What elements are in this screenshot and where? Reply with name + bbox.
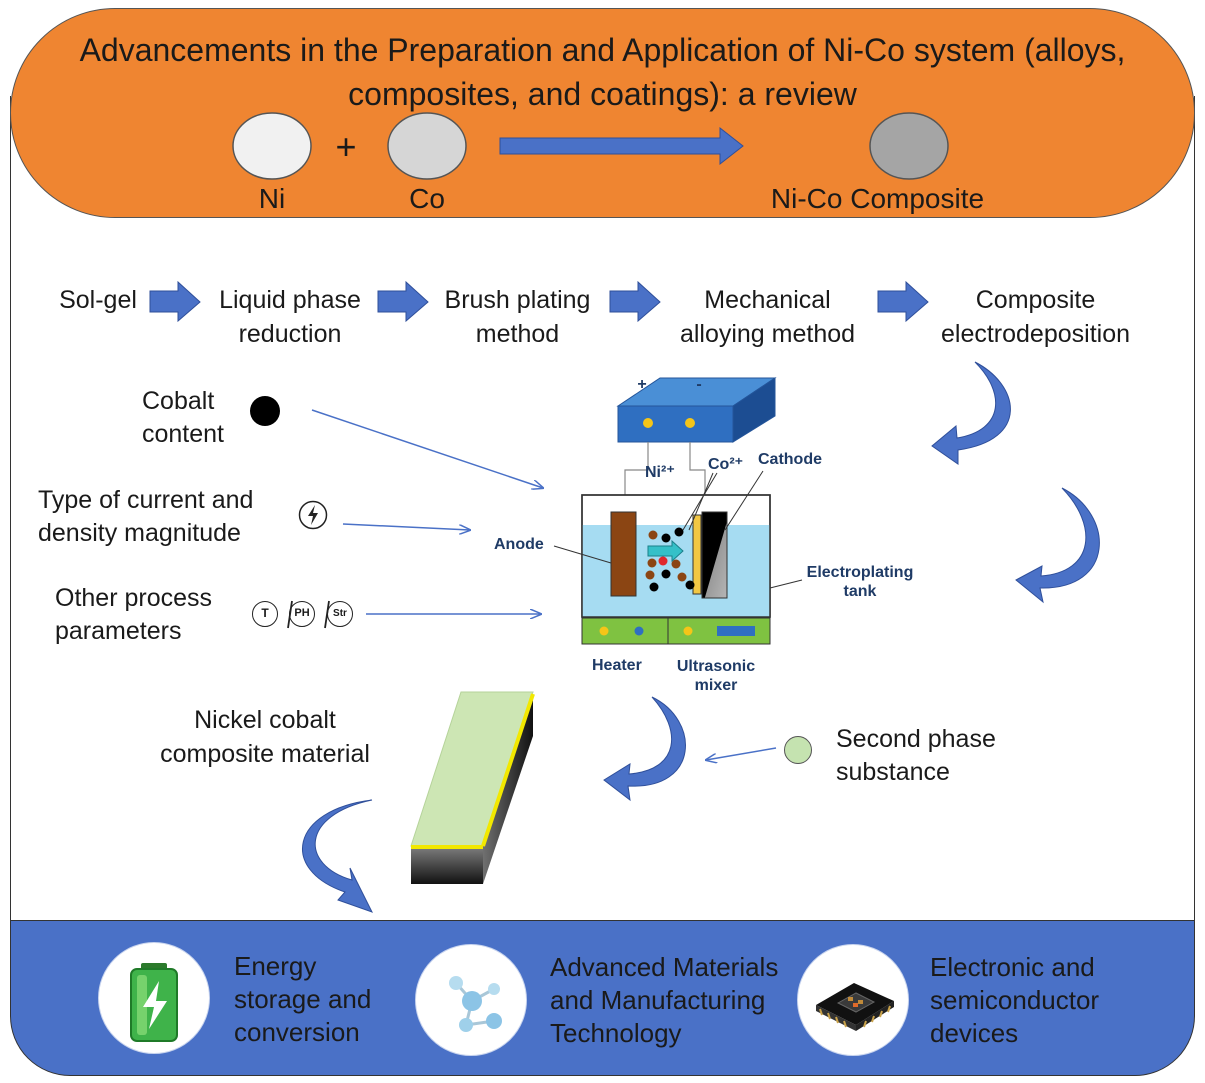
title-banner: [10, 8, 1195, 218]
mixer-label: Ultrasonic mixer: [676, 658, 756, 694]
positive-terminal: +: [637, 376, 647, 393]
second-phase-label: Second phase substance: [836, 725, 996, 786]
method-composite-electrodeposition: Composite electrodeposition: [940, 286, 1130, 348]
negative-terminal: -: [696, 376, 702, 393]
composite-ball: [869, 112, 949, 180]
temperature-icon: T: [252, 601, 278, 627]
ni-ball: [232, 112, 312, 180]
element-combination-graphic: [232, 112, 949, 180]
pointer-arrow: [311, 409, 543, 488]
anode-label: Anode: [494, 536, 544, 553]
curved-arrow-icon: [931, 361, 1011, 465]
plus-sign: +: [335, 126, 357, 167]
co-ion-label: Co²⁺: [708, 456, 744, 473]
tank-label: Electroplating tank: [806, 564, 914, 600]
combine-arrow-icon: [499, 126, 744, 166]
second-phase-dot-icon: [784, 736, 812, 764]
co-label: Co: [409, 183, 445, 214]
lightning-icon: [298, 500, 328, 530]
ni-ion-label: Ni²⁺: [645, 464, 675, 481]
battery-icon: [98, 942, 210, 1054]
factor-current-density: Type of current and density magnitude: [38, 486, 254, 547]
molecule-icon: [415, 944, 527, 1056]
slash-separators: [287, 600, 330, 629]
method-sol-gel: Sol-gel: [59, 286, 137, 314]
factor-cobalt-content: Cobalt content: [142, 387, 225, 448]
ion-particles: [645, 527, 695, 592]
composite-bar-graphic: [410, 691, 535, 884]
cobalt-dot-icon: [250, 396, 280, 426]
chip-icon: [797, 944, 909, 1056]
cathode-label: Cathode: [758, 451, 822, 468]
curved-arrow-icon: [302, 799, 374, 913]
product-label: Nickel cobalt composite material: [160, 706, 370, 768]
step-arrow-icon: [149, 280, 201, 323]
heater-label: Heater: [592, 657, 642, 674]
factor-other-parameters: Other process parameters: [55, 584, 213, 645]
curved-arrow-icon: [603, 696, 686, 802]
power-supply: [616, 377, 777, 443]
application-energy: Energy storage and conversion: [234, 951, 372, 1047]
step-arrow-icon: [609, 280, 661, 323]
electroplating-apparatus: [553, 377, 803, 645]
page-title: Advancements in the Preparation and Appl…: [79, 32, 1126, 112]
application-materials: Advanced Materials and Manufacturing Tec…: [550, 952, 779, 1048]
curved-arrow-icon: [1015, 487, 1100, 604]
method-mechanical-alloying: Mechanical alloying method: [679, 286, 856, 348]
pointer-arrow: [342, 523, 470, 530]
pointer-arrow: [706, 747, 777, 760]
step-arrow-icon: [377, 280, 429, 323]
co-ball: [387, 112, 467, 180]
ni-label: Ni: [258, 183, 286, 214]
composite-label: Ni-Co Composite: [770, 183, 985, 214]
step-arrow-icon: [877, 280, 929, 323]
application-electronics: Electronic and semiconductor devices: [930, 952, 1100, 1048]
method-brush-plating: Brush plating method: [444, 286, 591, 348]
content-frame: [10, 96, 1195, 921]
method-liquid-phase-reduction: Liquid phase reduction: [219, 286, 361, 348]
